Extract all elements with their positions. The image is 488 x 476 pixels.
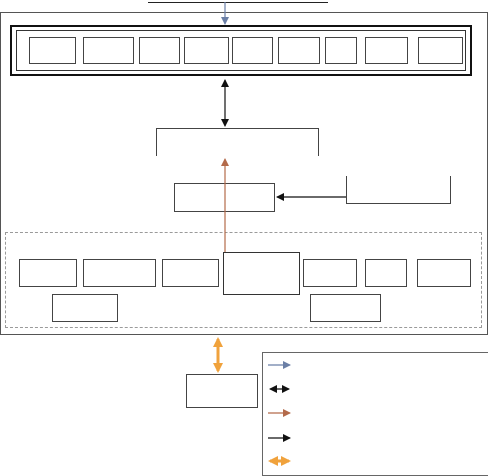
top-module-9	[418, 37, 463, 64]
top-module-inner	[16, 30, 466, 71]
top-module-3	[139, 37, 180, 64]
lower-module-5	[303, 259, 357, 287]
center-box	[156, 128, 319, 156]
lower-module-2	[83, 259, 156, 287]
lower-module-1	[19, 259, 77, 287]
top-module-5	[232, 37, 273, 64]
side-box	[346, 176, 451, 204]
lower-module-3	[162, 259, 219, 287]
top-module-1	[29, 37, 76, 64]
top-module-7	[325, 37, 357, 64]
lower-module-7	[417, 259, 471, 287]
bottom-box	[186, 374, 258, 408]
lower-dashed-region	[5, 232, 482, 328]
lower-module-6	[365, 259, 407, 287]
legend	[262, 352, 488, 476]
top-module-container	[10, 25, 472, 76]
lower-module-8	[52, 294, 118, 322]
top-bar	[148, 0, 328, 3]
top-module-2	[83, 37, 134, 64]
top-module-8	[365, 37, 408, 64]
lower-module-4	[223, 252, 300, 295]
top-module-4	[184, 37, 229, 64]
top-module-6	[278, 37, 320, 64]
lower-module-9	[310, 294, 381, 322]
